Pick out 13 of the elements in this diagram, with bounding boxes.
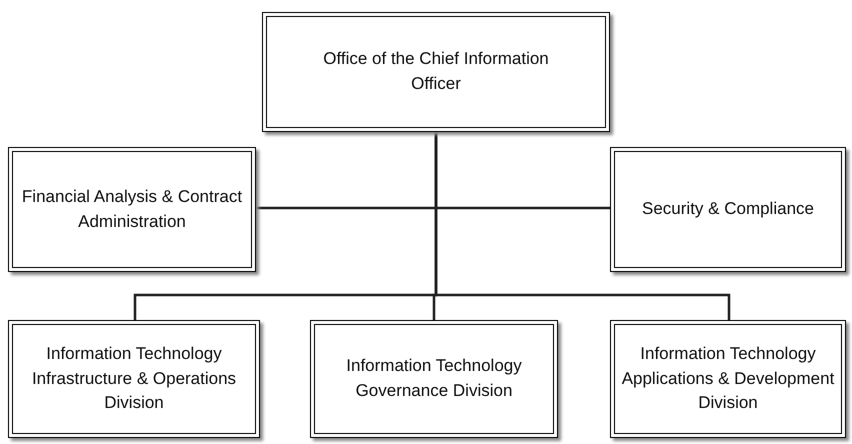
box-label: Information Technology Governance Division [345, 355, 523, 402]
org-box [8, 147, 256, 272]
org-box [310, 320, 558, 438]
box-label: Information Technology Infrastructure & Operations Division [30, 343, 238, 414]
connector-line [434, 132, 730, 320]
box-label: Financial Analysis & Contract Administration [20, 186, 244, 232]
org-box [610, 320, 846, 438]
org-box [262, 12, 610, 132]
box-label: Security & Compliance [642, 198, 814, 220]
org-box [8, 320, 260, 438]
org-box [610, 147, 846, 272]
box-label: Information Technology Applications & Development Division [620, 343, 836, 414]
box-label: Office of the Chief Information Officer [323, 48, 549, 95]
